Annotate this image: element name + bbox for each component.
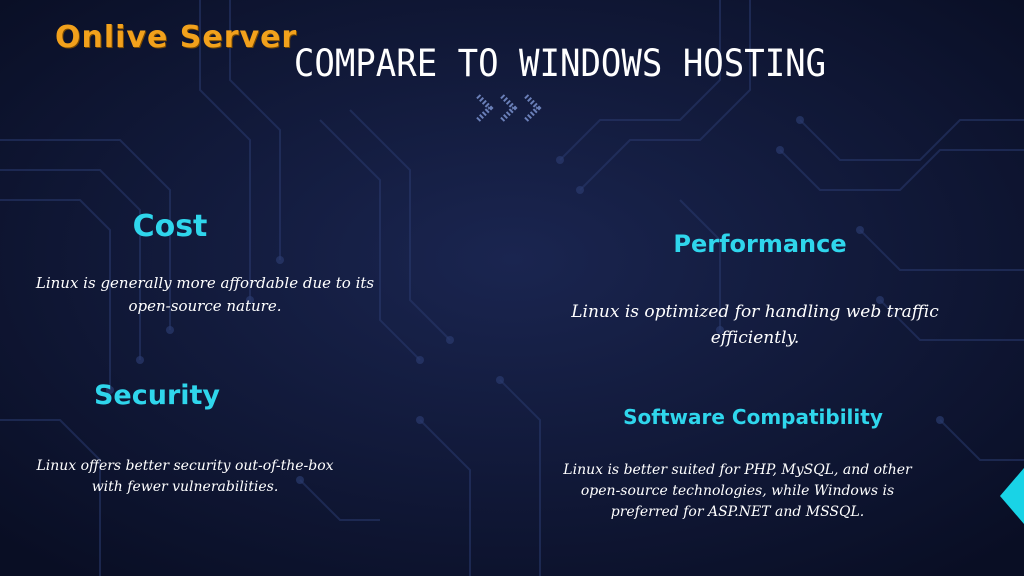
software-compatibility-heading: Software Compatibility (623, 405, 883, 429)
cost-text: Linux is generally more affordable due t… (35, 274, 375, 315)
logo: Onlive Server (55, 20, 298, 55)
triple-chevron-right-icon (476, 94, 542, 122)
performance-heading: Performance (673, 230, 847, 258)
security-heading: Security (93, 380, 221, 411)
performance-text: Linux is optimized for handling web traf… (571, 302, 939, 348)
triangle-left-icon (1000, 468, 1024, 524)
cost-heading: Cost (132, 209, 208, 244)
page-title: COMPARE TO WINDOWS HOSTING (293, 42, 827, 86)
software-compatibility-text: Linux is better suited for PHP, MySQL, a… (563, 462, 912, 520)
security-text: Linux offers better security out-of-the-… (36, 458, 334, 495)
